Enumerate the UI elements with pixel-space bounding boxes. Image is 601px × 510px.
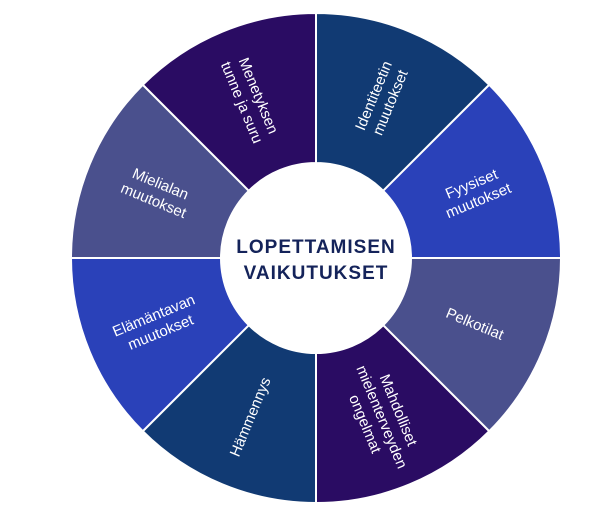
center-title-line-2: VAIKUTUKSET	[244, 263, 389, 284]
center-circle	[221, 163, 411, 353]
center-title-line-1: LOPETTAMISEN	[236, 237, 395, 258]
wheel-segments: IdentiteetinmuutoksetFyysisetmuutoksetPe…	[69, 11, 563, 505]
